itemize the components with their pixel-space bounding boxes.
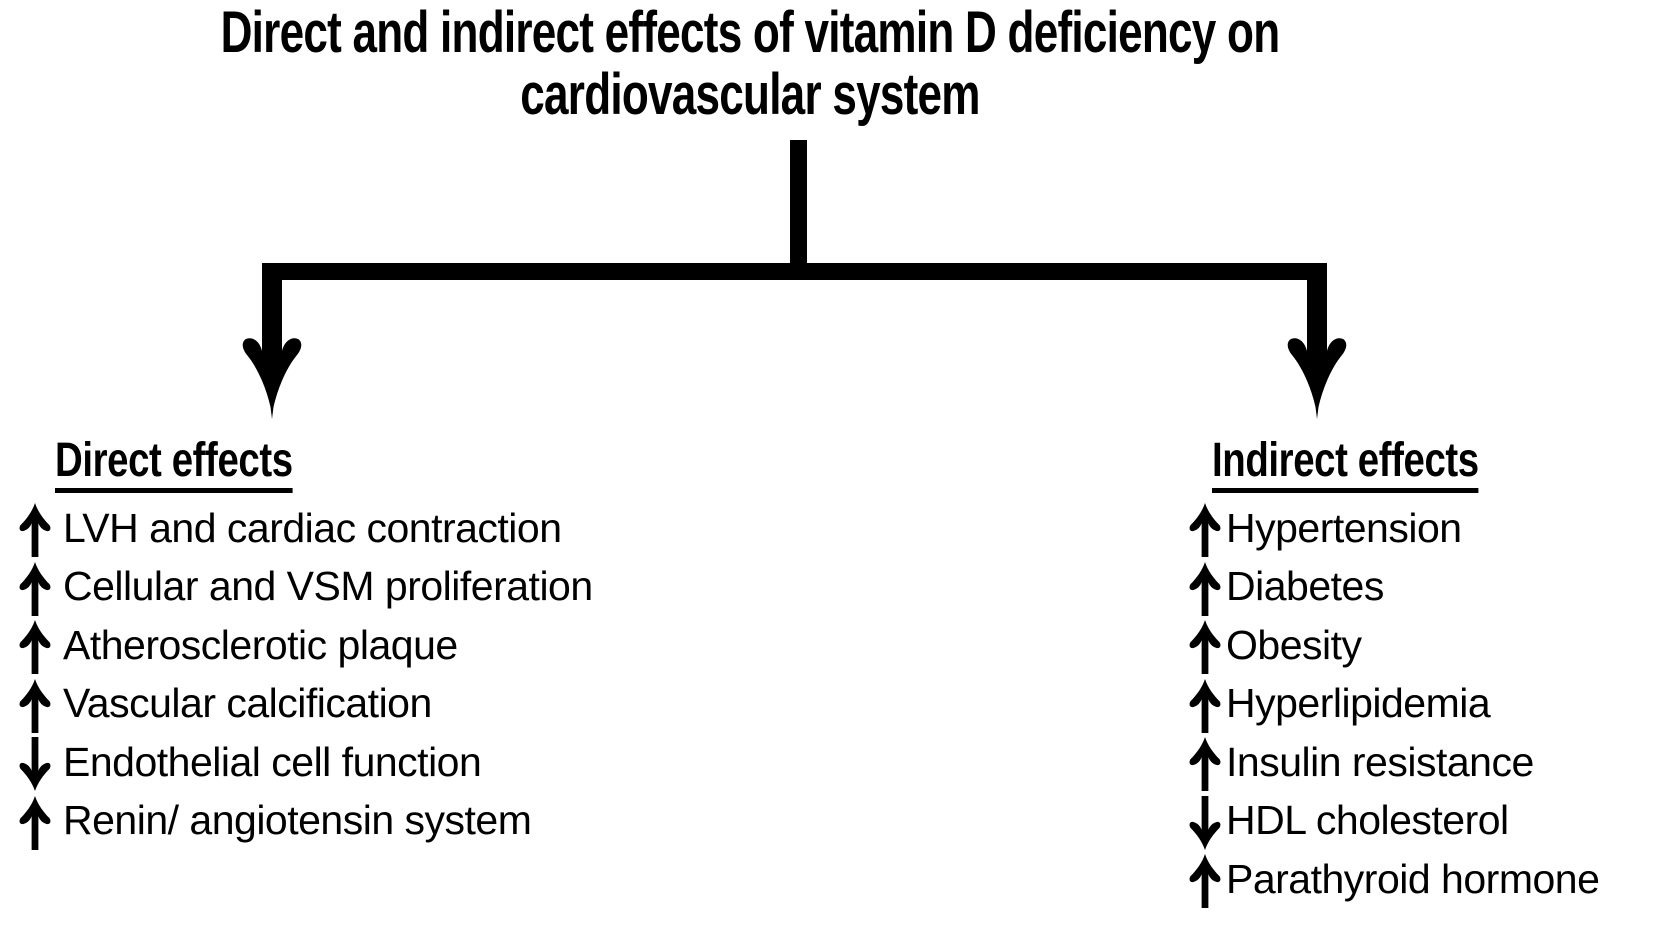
list-item: Insulin resistance (1186, 733, 1599, 792)
list-item: Hypertension (1186, 499, 1599, 558)
connector-stem (790, 140, 807, 267)
title-line-1: Direct and indirect effects of vitamin D… (220, 0, 1281, 65)
item-label: LVH and cardiac contraction (63, 504, 562, 551)
list-item: Atherosclerotic plaque (16, 616, 593, 675)
up-arrow-icon (19, 620, 51, 675)
item-label: Vascular calcification (63, 680, 432, 727)
list-item: LVH and cardiac contraction (16, 499, 593, 558)
list-item: Parathyroid hormone (1186, 850, 1600, 909)
item-label: Obesity (1226, 621, 1362, 668)
right-drop-arrow-icon (1287, 263, 1347, 419)
up-arrow-icon (19, 561, 51, 616)
page-title: Direct and indirect effects of vitamin D… (180, 2, 1320, 126)
up-arrow-icon (19, 795, 51, 850)
up-arrow-icon (19, 503, 51, 558)
indirect-effects-heading: Indirect effects (1212, 436, 1479, 493)
direct-effects-heading: Direct effects (55, 436, 293, 493)
item-label: Hypertension (1226, 504, 1462, 551)
list-item: Renin/ angiotensin system (16, 792, 593, 851)
item-label: Renin/ angiotensin system (63, 797, 532, 844)
list-item: Hyperlipidemia (1186, 675, 1599, 734)
direct-effects-list: LVH and cardiac contraction Cellular and… (16, 499, 593, 850)
item-label: Endothelial cell function (63, 738, 482, 785)
up-arrow-icon (1189, 737, 1221, 792)
up-arrow-icon (1189, 678, 1221, 733)
connector-bar (263, 263, 1327, 280)
up-arrow-icon (19, 678, 51, 733)
item-label: Cellular and VSM proliferation (63, 563, 593, 610)
title-line-2: cardiovascular system (520, 62, 980, 127)
up-arrow-icon (1189, 854, 1221, 909)
list-item: Cellular and VSM proliferation (16, 558, 593, 617)
down-arrow-icon (19, 737, 51, 792)
list-item: Obesity (1186, 616, 1599, 675)
list-item: HDL cholesterol (1186, 792, 1599, 851)
list-item: Vascular calcification (16, 675, 593, 734)
item-label: HDL cholesterol (1226, 797, 1509, 844)
up-arrow-icon (1189, 561, 1221, 616)
item-label: Diabetes (1226, 563, 1384, 610)
item-label: Insulin resistance (1226, 738, 1534, 785)
left-drop-arrow-icon (242, 263, 302, 419)
list-item: Diabetes (1186, 558, 1599, 617)
item-label: Hyperlipidemia (1226, 680, 1491, 727)
item-label: Atherosclerotic plaque (63, 621, 458, 668)
up-arrow-icon (1189, 620, 1221, 675)
item-label: Parathyroid hormone (1226, 855, 1600, 902)
up-arrow-icon (1189, 503, 1221, 558)
list-item: Endothelial cell function (16, 733, 593, 792)
indirect-effects-list: Hypertension Diabetes Obesity Hyperlipid… (1186, 499, 1600, 909)
down-arrow-icon (1189, 795, 1221, 850)
